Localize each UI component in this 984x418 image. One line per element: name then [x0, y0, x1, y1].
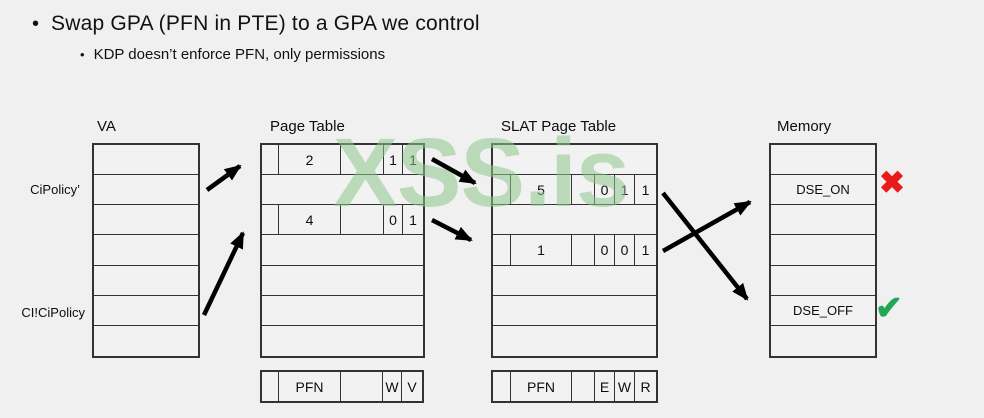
pte-w-flag: 0 — [384, 205, 403, 235]
memory-table-title: Memory — [777, 118, 832, 135]
page-table-title: Page Table — [270, 118, 345, 135]
arrow-slat2-to-dse-on — [661, 200, 752, 253]
slat-row — [493, 266, 656, 296]
va-table-title: VA — [97, 118, 116, 135]
memory-row — [771, 326, 875, 356]
legend-pfn-label: PFN — [279, 372, 341, 401]
va-table — [92, 143, 200, 358]
memory-row — [771, 266, 875, 296]
memory-row — [771, 205, 875, 236]
memory-row — [771, 145, 875, 176]
slat-empty-cell — [572, 175, 595, 205]
pte-w-flag: 1 — [384, 145, 403, 175]
check-icon: ✔ — [875, 289, 903, 326]
arrow-va-cipolicy-to-pte1 — [205, 164, 242, 192]
slat-r-flag: 1 — [641, 181, 650, 198]
slat-w-flag: 0 — [615, 235, 635, 265]
slat-entry-row: 1 0 0 1 — [493, 235, 656, 266]
memory-row-dse-off: DSE_OFF — [771, 296, 875, 326]
memory-row — [771, 235, 875, 266]
pte-reserved-cell — [262, 205, 279, 235]
va-row — [94, 326, 198, 356]
arrow-pte2-to-slat2 — [430, 217, 473, 243]
slat-pfn-value: 1 — [511, 235, 572, 265]
bullet-icon: • — [80, 47, 85, 62]
va-label-cipolicy: CiPolicy’ — [30, 182, 80, 197]
va-label-ci-not-cipolicy: CI!CiPolicy — [21, 305, 85, 320]
page-table-entry-row: 2 1 1 — [262, 145, 423, 176]
legend-reserved-cell — [493, 372, 511, 401]
arrow-slat1-to-dse-off — [661, 191, 749, 301]
bullet-icon: • — [32, 13, 40, 35]
cross-icon: ✖ — [879, 165, 905, 200]
pte-empty-cell — [341, 205, 384, 235]
pte-empty-cell — [341, 145, 384, 175]
legend-pfn-label: PFN — [511, 372, 572, 401]
memory-table: DSE_ON DSE_OFF — [769, 143, 877, 358]
slide-title: Swap GPA (PFN in PTE) to a GPA we contro… — [51, 12, 480, 35]
slide-subtitle-row: • KDP doesn’t enforce PFN, only permissi… — [80, 45, 385, 65]
page-table-entry-row: 4 0 1 — [262, 205, 423, 236]
legend-empty-cell — [341, 372, 383, 401]
legend-reserved-cell — [262, 372, 279, 401]
slat-w-flag: 1 — [615, 175, 635, 205]
slat-r-flag: 1 — [641, 241, 650, 258]
memory-row-dse-on: DSE_ON — [771, 175, 875, 206]
slat-row — [493, 296, 656, 326]
pte-v-flag: 1 — [409, 211, 417, 228]
legend-empty-cell — [572, 372, 595, 401]
slat-reserved-cell — [493, 235, 511, 265]
slat-reserved-cell — [493, 175, 511, 205]
legend-e-label: E — [595, 372, 615, 401]
va-row — [94, 266, 198, 296]
va-row-cipolicy — [94, 175, 198, 206]
va-row-ci-not-cipolicy — [94, 296, 198, 326]
slat-row — [493, 145, 656, 176]
pte-reserved-cell — [262, 145, 279, 175]
slat-empty-cell — [572, 235, 595, 265]
page-table-row — [262, 296, 423, 326]
page-table-legend: PFN W V — [260, 370, 424, 403]
page-table-row — [262, 175, 423, 206]
slat-entry-row: 5 0 1 1 — [493, 175, 656, 206]
page-table: 2 1 1 4 0 1 — [260, 143, 425, 358]
legend-w-label: W — [615, 372, 635, 401]
slat-row — [493, 326, 656, 356]
slat-row — [493, 205, 656, 236]
page-table-row — [262, 326, 423, 356]
va-row — [94, 205, 198, 236]
arrow-pte1-to-slat1 — [430, 157, 477, 185]
legend-w-label: W — [383, 372, 402, 401]
page-table-row — [262, 235, 423, 266]
pte-v-flag: 1 — [409, 151, 417, 168]
slat-pfn-value: 5 — [511, 175, 572, 205]
pte-pfn-value: 2 — [279, 145, 341, 175]
va-row — [94, 145, 198, 176]
legend-r-label: R — [640, 378, 651, 395]
slat-page-table: 5 0 1 1 1 0 0 1 — [491, 143, 658, 358]
slat-e-flag: 0 — [595, 175, 615, 205]
slat-table-title: SLAT Page Table — [501, 118, 617, 135]
arrow-va-cicipolicy-to-pte2 — [201, 231, 246, 316]
slide-title-row: • Swap GPA (PFN in PTE) to a GPA we cont… — [32, 10, 480, 38]
page-table-row — [262, 266, 423, 296]
slat-e-flag: 0 — [595, 235, 615, 265]
legend-v-label: V — [407, 378, 417, 395]
va-row — [94, 235, 198, 266]
pte-pfn-value: 4 — [279, 205, 341, 235]
slat-legend: PFN E W R — [491, 370, 658, 403]
slide-subtitle: KDP doesn’t enforce PFN, only permission… — [93, 46, 386, 63]
